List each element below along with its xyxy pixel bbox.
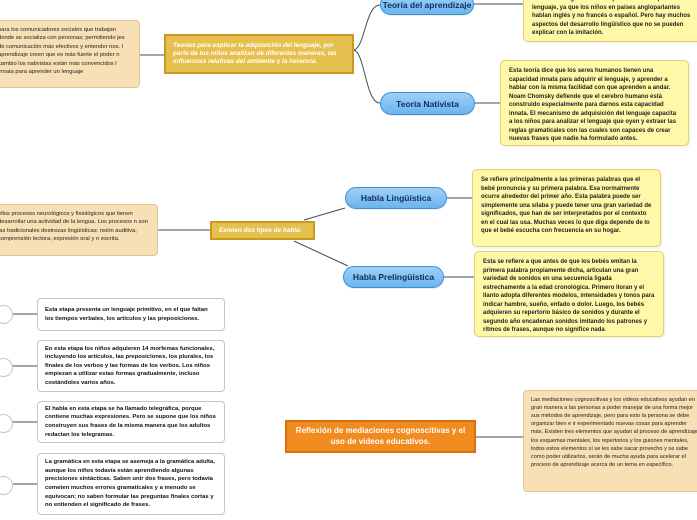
subtopic-learning-theory-label: Teoría del aprendizaje xyxy=(382,0,472,10)
note-linguistic-speech-text: Se refiere principalmente a las primeras… xyxy=(481,177,652,235)
note-prelinguistic-speech-text: Esta se refiere a que antes de que los b… xyxy=(483,259,655,334)
stage-4-stub[interactable] xyxy=(0,476,13,495)
note-linguistic-speech: Se refiere principalmente a las primeras… xyxy=(472,169,661,247)
stage-note-1: Esta etapa presenta un lenguaje primitiv… xyxy=(37,298,225,331)
note-nativist-theory: Esta teoría dice que los seres humanos t… xyxy=(500,60,689,146)
subtopic-nativist-theory[interactable]: Teoría Nativista xyxy=(380,92,475,115)
subtopic-prelinguistic-speech[interactable]: Habla Prelingüística xyxy=(343,266,444,288)
connector-center-prelinguistic xyxy=(293,240,349,267)
left-note-communicators-text: para los comunicadores sociales que trab… xyxy=(0,27,125,75)
note-learning-theory-text: claramente alguno de los aspectos de la … xyxy=(532,0,692,37)
stage-note-2-text: En esta etapa los niños adquieren 14 mor… xyxy=(45,345,215,386)
connector-theories-learning xyxy=(352,4,381,51)
stage-2-stub[interactable] xyxy=(0,358,13,377)
stage-note-3-text: El habla en esta etapa se ha llamado tel… xyxy=(45,405,216,438)
topic-speech-types[interactable]: Existen dos tipos de habla: xyxy=(210,221,315,240)
stage-1-stub[interactable] xyxy=(0,305,13,324)
subtopic-nativist-theory-label: Teoría Nativista xyxy=(396,98,459,109)
subtopic-prelinguistic-speech-label: Habla Prelingüística xyxy=(352,272,435,282)
stage-note-4: La gramática en esta etapa se asemeja a … xyxy=(37,453,225,515)
note-reflection: Las mediaciones cognoscitivas y los vide… xyxy=(523,390,697,492)
topic-reflection[interactable]: Reflexión de mediaciones cognoscitivas y… xyxy=(285,420,476,453)
stage-note-3: El habla en esta etapa se ha llamado tel… xyxy=(37,401,225,443)
stage-note-4-text: La gramática en esta etapa se asemeja a … xyxy=(45,459,215,509)
stage-3-stub[interactable] xyxy=(0,414,13,433)
subtopic-learning-theory[interactable]: Teoría del aprendizaje xyxy=(380,0,474,15)
stage-note-1-text: Esta etapa presenta un lenguaje primitiv… xyxy=(45,306,208,322)
connector-theories-nativist xyxy=(352,49,381,104)
topic-theories[interactable]: Teorías para explicar la adquisición del… xyxy=(164,34,354,74)
topic-reflection-text: Reflexión de mediaciones cognoscitivas y… xyxy=(295,425,466,446)
connector-center-linguistic xyxy=(303,207,346,221)
note-nativist-theory-text: Esta teoría dice que los seres humanos t… xyxy=(509,68,677,143)
stage-note-2: En esta etapa los niños adquieren 14 mor… xyxy=(37,340,225,392)
topic-speech-types-text: Existen dos tipos de habla: xyxy=(219,226,302,234)
note-reflection-text: Las mediaciones cognoscitivas y los vide… xyxy=(531,397,697,468)
left-note-communicators: para los comunicadores sociales que trab… xyxy=(0,20,140,88)
topic-theories-text: Teorías para explicar la adquisición del… xyxy=(173,42,337,65)
subtopic-linguistic-speech[interactable]: Habla Lingüística xyxy=(345,187,447,209)
left-note-neuro-processes-text: ellos procesos neurológicos y fisiológic… xyxy=(0,211,148,243)
note-learning-theory: claramente alguno de los aspectos de la … xyxy=(523,0,697,42)
note-prelinguistic-speech: Esta se refiere a que antes de que los b… xyxy=(474,251,664,337)
left-note-neuro-processes: ellos procesos neurológicos y fisiológic… xyxy=(0,204,158,256)
subtopic-linguistic-speech-label: Habla Lingüística xyxy=(360,193,432,203)
